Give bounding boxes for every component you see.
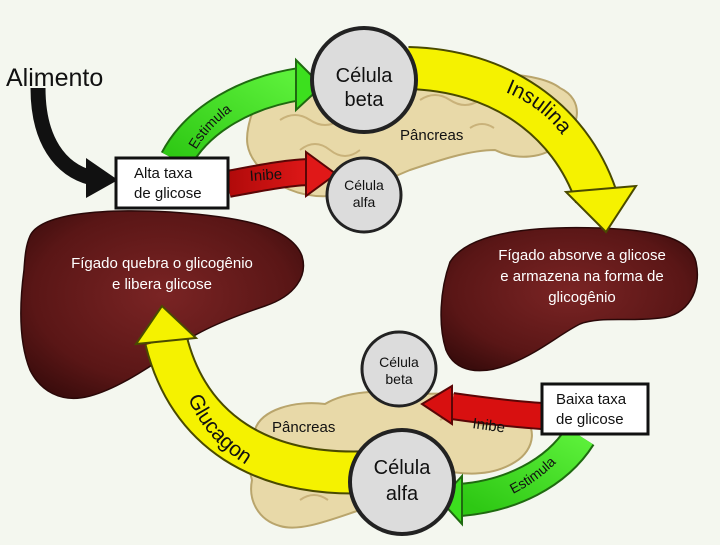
inhibits-bottom-label: Inibe [471, 415, 506, 436]
liver-right-line2: e armazena na forma de [500, 268, 663, 285]
pancreas-top-label: Pâncreas [400, 127, 463, 144]
low-glucose-line2: de glicose [556, 411, 624, 428]
beta-cell-bottom-line1: Célula [379, 354, 419, 370]
high-glucose-box: Alta taxa de glicose [114, 156, 230, 210]
alpha-cell-top-line1: Célula [344, 177, 384, 193]
liver-right-line1: Fígado absorve a glicose [498, 247, 666, 264]
alpha-cell-top: Célula alfa [325, 156, 403, 234]
beta-cell-top-line1: Célula [336, 65, 394, 87]
alpha-cell-bottom-line1: Célula [374, 457, 432, 479]
high-glucose-line2: de glicose [134, 185, 202, 202]
liver-left-line1: Fígado quebra o glicogênio [71, 255, 253, 272]
high-glucose-line1: Alta taxa [134, 165, 193, 182]
beta-cell-top-line2: beta [345, 89, 385, 111]
inhibits-top-label: Inibe [249, 166, 283, 185]
liver-left-line2: e libera glicose [112, 276, 212, 293]
low-glucose-line1: Baixa taxa [556, 391, 627, 408]
beta-cell-bottom-line2: beta [385, 371, 412, 387]
low-glucose-box: Baixa taxa de glicose [540, 382, 650, 436]
food-label: Alimento [6, 64, 103, 92]
inhibit-arrow-top [225, 150, 338, 198]
food-arrow [30, 87, 118, 198]
beta-cell-top: Célula beta [310, 26, 418, 134]
liver-right [440, 226, 698, 372]
glucagon-arrow [133, 304, 374, 495]
alpha-cell-bottom-line2: alfa [386, 483, 419, 505]
inhibit-arrow-bottom [420, 384, 543, 430]
liver-right-line3: glicogênio [548, 289, 616, 306]
stimulate-arrow-top [160, 57, 324, 169]
insulin-arrow [407, 46, 638, 234]
beta-cell-bottom: Célula beta [360, 330, 438, 408]
pancreas-bottom-label: Pâncreas [272, 419, 335, 436]
alpha-cell-bottom: Célula alfa [348, 428, 456, 536]
alpha-cell-top-line2: alfa [353, 194, 376, 210]
